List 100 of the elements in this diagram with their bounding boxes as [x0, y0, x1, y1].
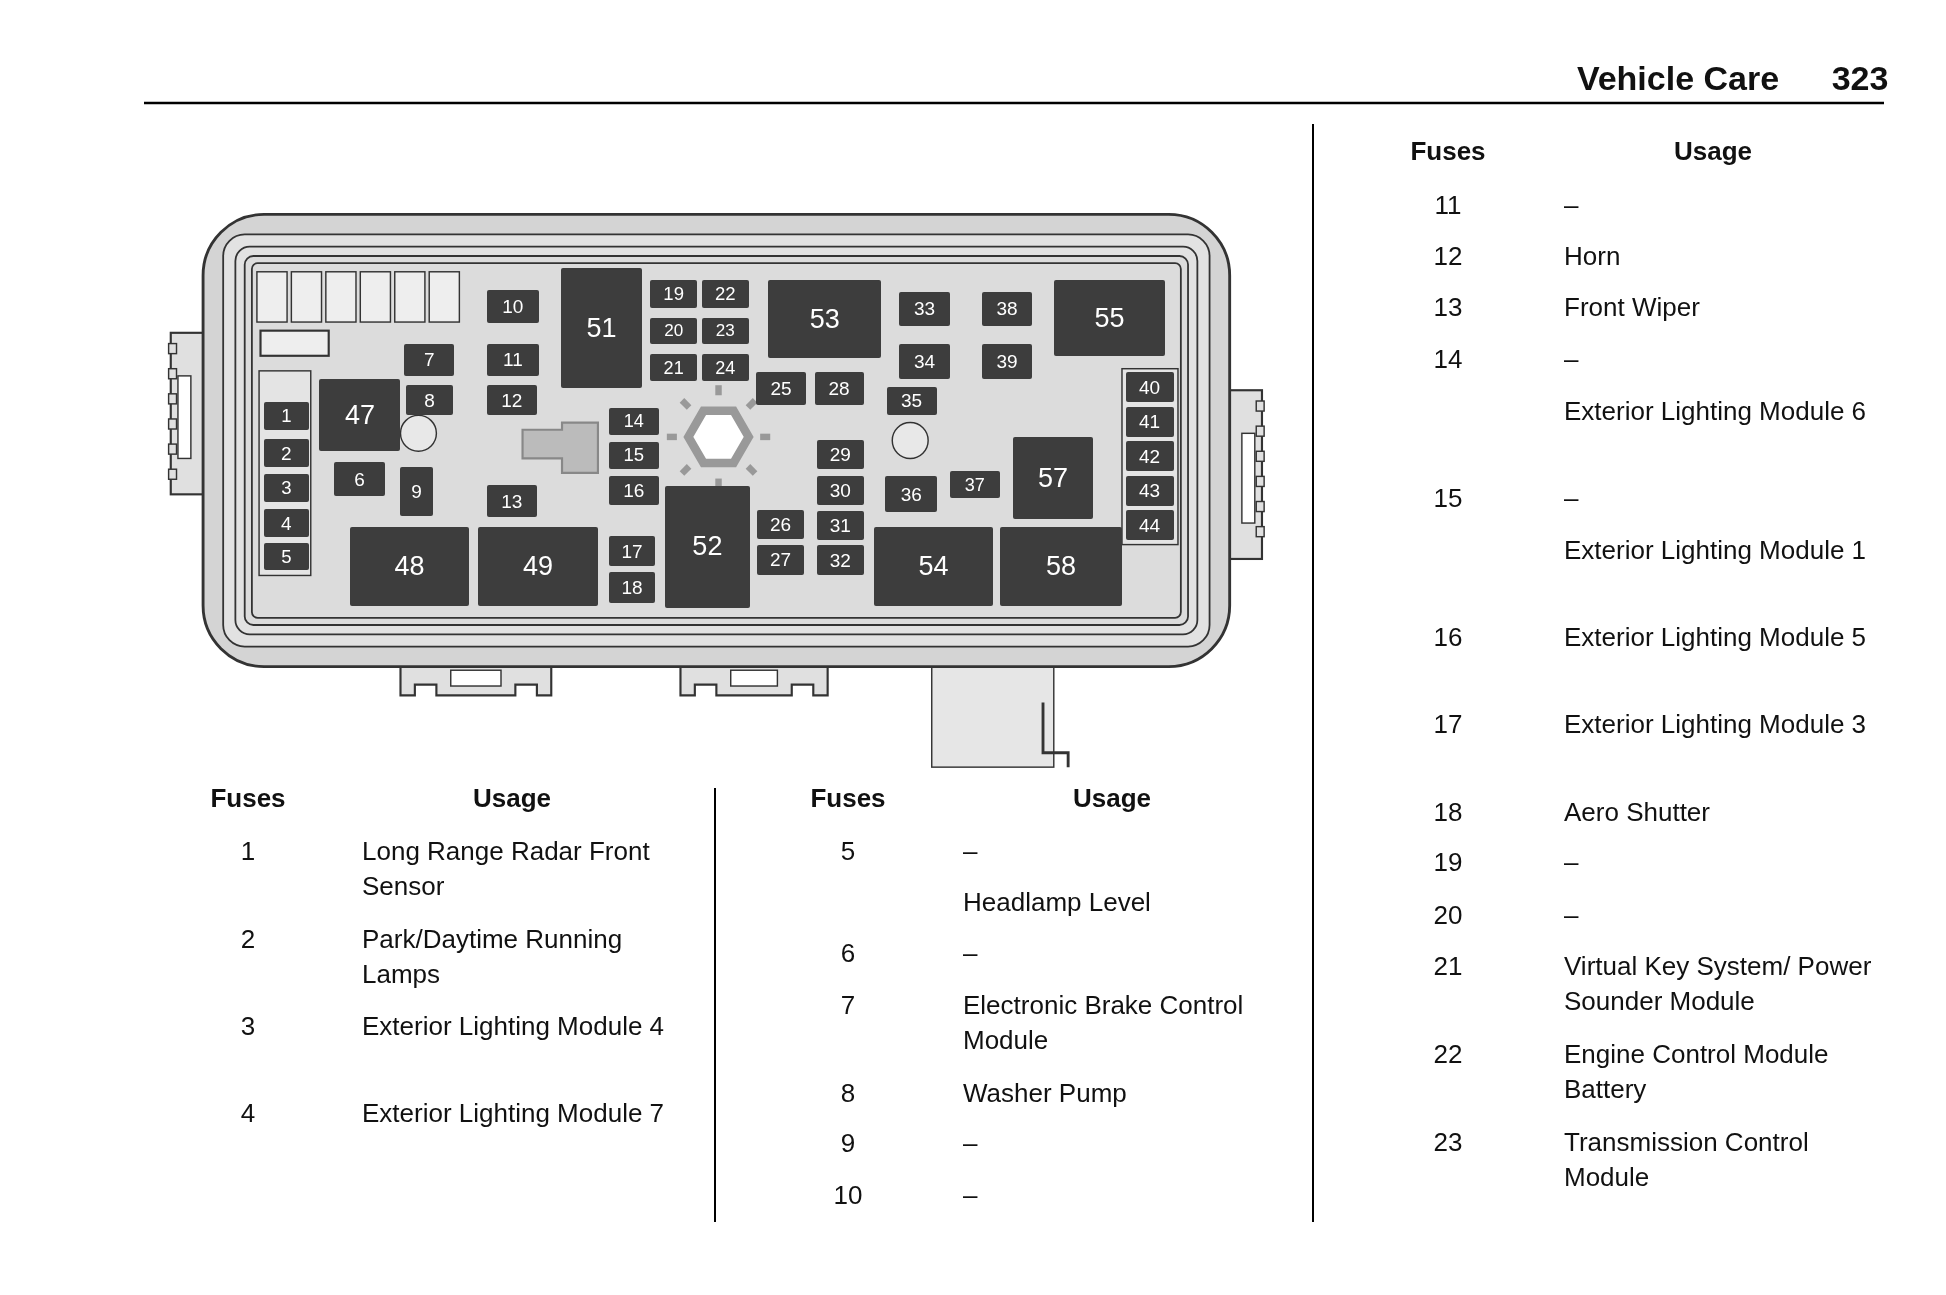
fuse: 3: [264, 474, 309, 502]
fuse-number: 17: [1433, 707, 1463, 741]
dash: –: [963, 1179, 979, 1212]
fuse: 8: [406, 385, 453, 416]
fuse: 26: [757, 510, 804, 539]
fuse: 5: [264, 543, 309, 571]
fuse: 2: [264, 439, 309, 468]
fuse: 14: [608, 408, 659, 435]
fuse: 37: [949, 471, 1000, 498]
fuse: 24: [702, 354, 749, 381]
page-header: 323: [1831, 60, 1889, 96]
usage-text: Long Range Radar Front Sensor: [362, 835, 651, 903]
fuse: 40: [1125, 372, 1174, 403]
usage-text: Front Wiper: [1564, 291, 1701, 324]
column-header: Usage: [1073, 781, 1151, 815]
fuse: 41: [1125, 406, 1174, 437]
fuse: 21: [650, 354, 697, 381]
fuse: 39: [982, 343, 1033, 380]
fuse: 7: [404, 343, 455, 376]
usage-text: Park/Daytime Running Lamps: [362, 923, 624, 991]
dash: –: [1564, 899, 1580, 932]
fuse: 22: [702, 280, 749, 308]
column-header: Fuses: [810, 781, 886, 815]
usage-text: Washer Pump: [963, 1077, 1128, 1110]
relay: 47: [319, 379, 401, 452]
fuse: 32: [816, 545, 864, 575]
fuse: 44: [1125, 510, 1174, 541]
fuse: 23: [702, 318, 749, 344]
fuse-number: 5: [840, 834, 856, 868]
fuse: 19: [650, 280, 697, 308]
fuse-number: 8: [840, 1076, 856, 1110]
fuse-number: 19: [1433, 845, 1463, 879]
fuse: 38: [982, 291, 1033, 326]
fuse: 10: [486, 289, 540, 324]
fuse: 28: [814, 372, 864, 405]
fuse-number: 11: [1434, 188, 1462, 222]
relay: 54: [874, 526, 993, 606]
fuse-number: 16: [1433, 620, 1463, 654]
column-header: Usage: [473, 781, 551, 815]
fuse-number: 13: [1433, 290, 1463, 324]
relay: 58: [999, 526, 1122, 606]
dash: –: [963, 1127, 979, 1160]
relay: 53: [768, 280, 882, 358]
relay: 57: [1012, 436, 1094, 520]
fuse-number: 21: [1433, 949, 1463, 983]
fuse-number: 20: [1433, 898, 1463, 932]
dash: –: [1564, 189, 1580, 222]
column-header: Usage: [1674, 134, 1752, 168]
fuse: 36: [885, 476, 938, 513]
usage-text: Electronic Brake Control Module: [963, 989, 1245, 1057]
usage-text: Exterior Lighting Module 7: [362, 1097, 666, 1130]
dash: –: [963, 835, 979, 868]
fuse: 27: [757, 544, 804, 575]
usage-text: Transmission Control Module: [1564, 1126, 1810, 1194]
usage-text: Engine Control Module Battery: [1564, 1038, 1830, 1106]
fuse: 9: [400, 467, 433, 516]
usage-text: Exterior Lighting Module 6: [1564, 395, 1868, 428]
fuse: 12: [486, 385, 537, 416]
fuse: 33: [899, 291, 950, 326]
fuse-number: 4: [240, 1096, 256, 1130]
usage-text: Horn: [1564, 240, 1622, 273]
usage-text: Exterior Lighting Module 1: [1564, 534, 1868, 567]
fuse-number: 3: [240, 1009, 256, 1043]
fuse-number: 23: [1433, 1125, 1463, 1159]
fuse: 11: [486, 343, 540, 376]
usage-text: Aero Shutter: [1564, 796, 1711, 829]
fuse: 42: [1125, 441, 1174, 472]
dash: –: [1564, 482, 1580, 515]
fuse-number: 6: [840, 936, 856, 970]
fuse: 16: [608, 476, 659, 506]
usage-text: Exterior Lighting Module 4: [362, 1010, 666, 1043]
fuse: 30: [816, 476, 864, 506]
relay: 52: [664, 485, 751, 608]
fuse-number: 14: [1433, 342, 1463, 376]
fuse: 20: [650, 318, 697, 344]
fuse-number: 15: [1433, 481, 1463, 515]
fuse: 34: [899, 343, 950, 380]
fuse-number: 12: [1433, 239, 1463, 273]
fuse: 25: [755, 372, 807, 405]
relay: 55: [1053, 280, 1166, 357]
fuse: 1: [264, 402, 309, 430]
fuse-number: 2: [240, 922, 256, 956]
fuse: 6: [334, 462, 385, 497]
fuse: 13: [486, 485, 537, 518]
usage-text: Headlamp Level: [963, 886, 1152, 919]
relay: 51: [560, 268, 643, 389]
column-header: Fuses: [1410, 134, 1486, 168]
relay: 48: [350, 526, 469, 606]
fuse-number: 22: [1433, 1037, 1463, 1071]
fuse-number: 1: [240, 834, 256, 868]
page-header: Vehicle Care: [1576, 60, 1780, 96]
relay: 49: [478, 526, 598, 606]
fuse: 29: [816, 440, 864, 470]
fuse: 4: [264, 508, 309, 538]
dash: –: [1564, 343, 1580, 376]
column-header: Fuses: [210, 781, 286, 815]
fuse-number: 10: [833, 1178, 863, 1212]
fuse-number: 18: [1433, 795, 1463, 829]
fuse-number: 9: [840, 1126, 856, 1160]
fuse-number: 7: [840, 988, 856, 1022]
